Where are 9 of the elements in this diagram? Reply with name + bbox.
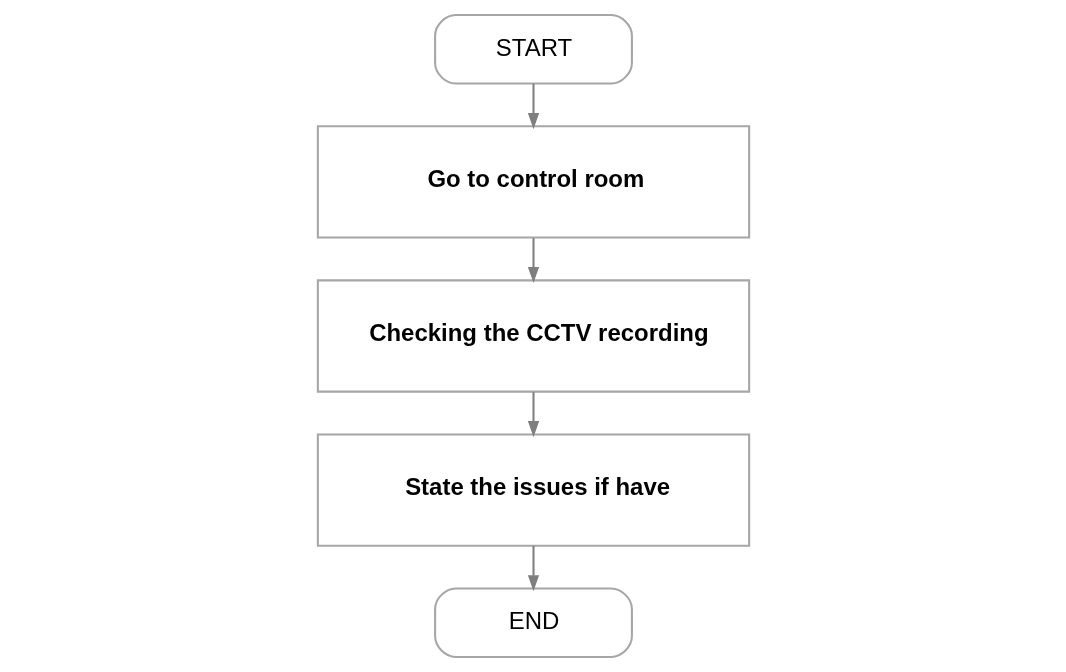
node-box: START xyxy=(433,14,633,85)
node-box: Checking the CCTV recording xyxy=(316,279,750,393)
node-box: Go to control room xyxy=(316,125,750,239)
node-box: END xyxy=(433,587,633,658)
arrow xyxy=(527,238,539,284)
node-box: State the issues if have xyxy=(316,433,750,547)
arrow xyxy=(527,392,539,438)
arrow xyxy=(527,545,539,592)
arrow xyxy=(527,83,539,130)
